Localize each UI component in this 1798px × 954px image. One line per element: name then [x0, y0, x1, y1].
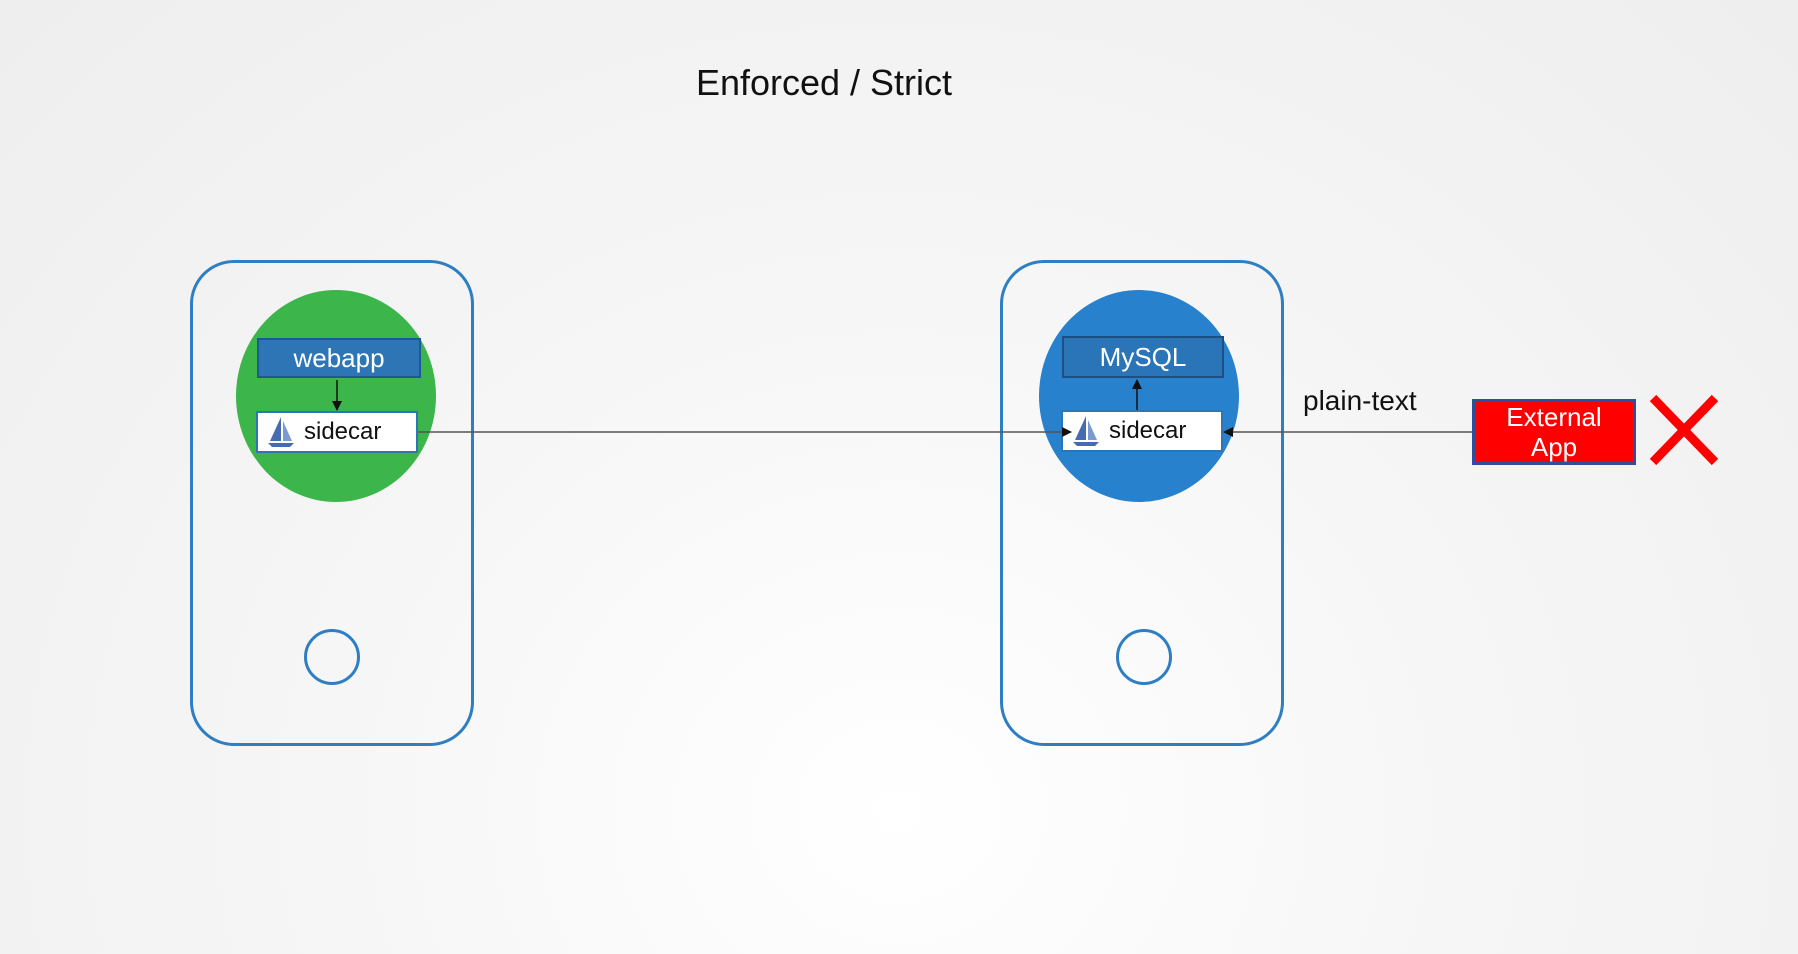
left-node-frame [190, 260, 474, 746]
webapp-container: webapp [257, 338, 421, 378]
left-node-circle-icon [304, 629, 360, 685]
plain-text-label: plain-text [1303, 385, 1417, 416]
sailboat-icon [1073, 416, 1099, 446]
mysql-sidecar: sidecar [1061, 410, 1223, 452]
sailboat-icon [268, 417, 294, 447]
mysql-pod [1039, 290, 1239, 502]
page-title: Enforced / Strict [695, 62, 953, 103]
webapp-pod [236, 290, 436, 502]
sidecar-label: sidecar [304, 418, 382, 445]
external-app-box: External App [1472, 399, 1636, 465]
webapp-sidecar: sidecar [256, 411, 418, 453]
red-x-icon [1649, 394, 1719, 466]
mysql-container: MySQL [1062, 336, 1224, 378]
right-node-circle-icon [1116, 629, 1172, 685]
right-node-frame [1000, 260, 1284, 746]
sidecar-label: sidecar [1109, 417, 1187, 444]
